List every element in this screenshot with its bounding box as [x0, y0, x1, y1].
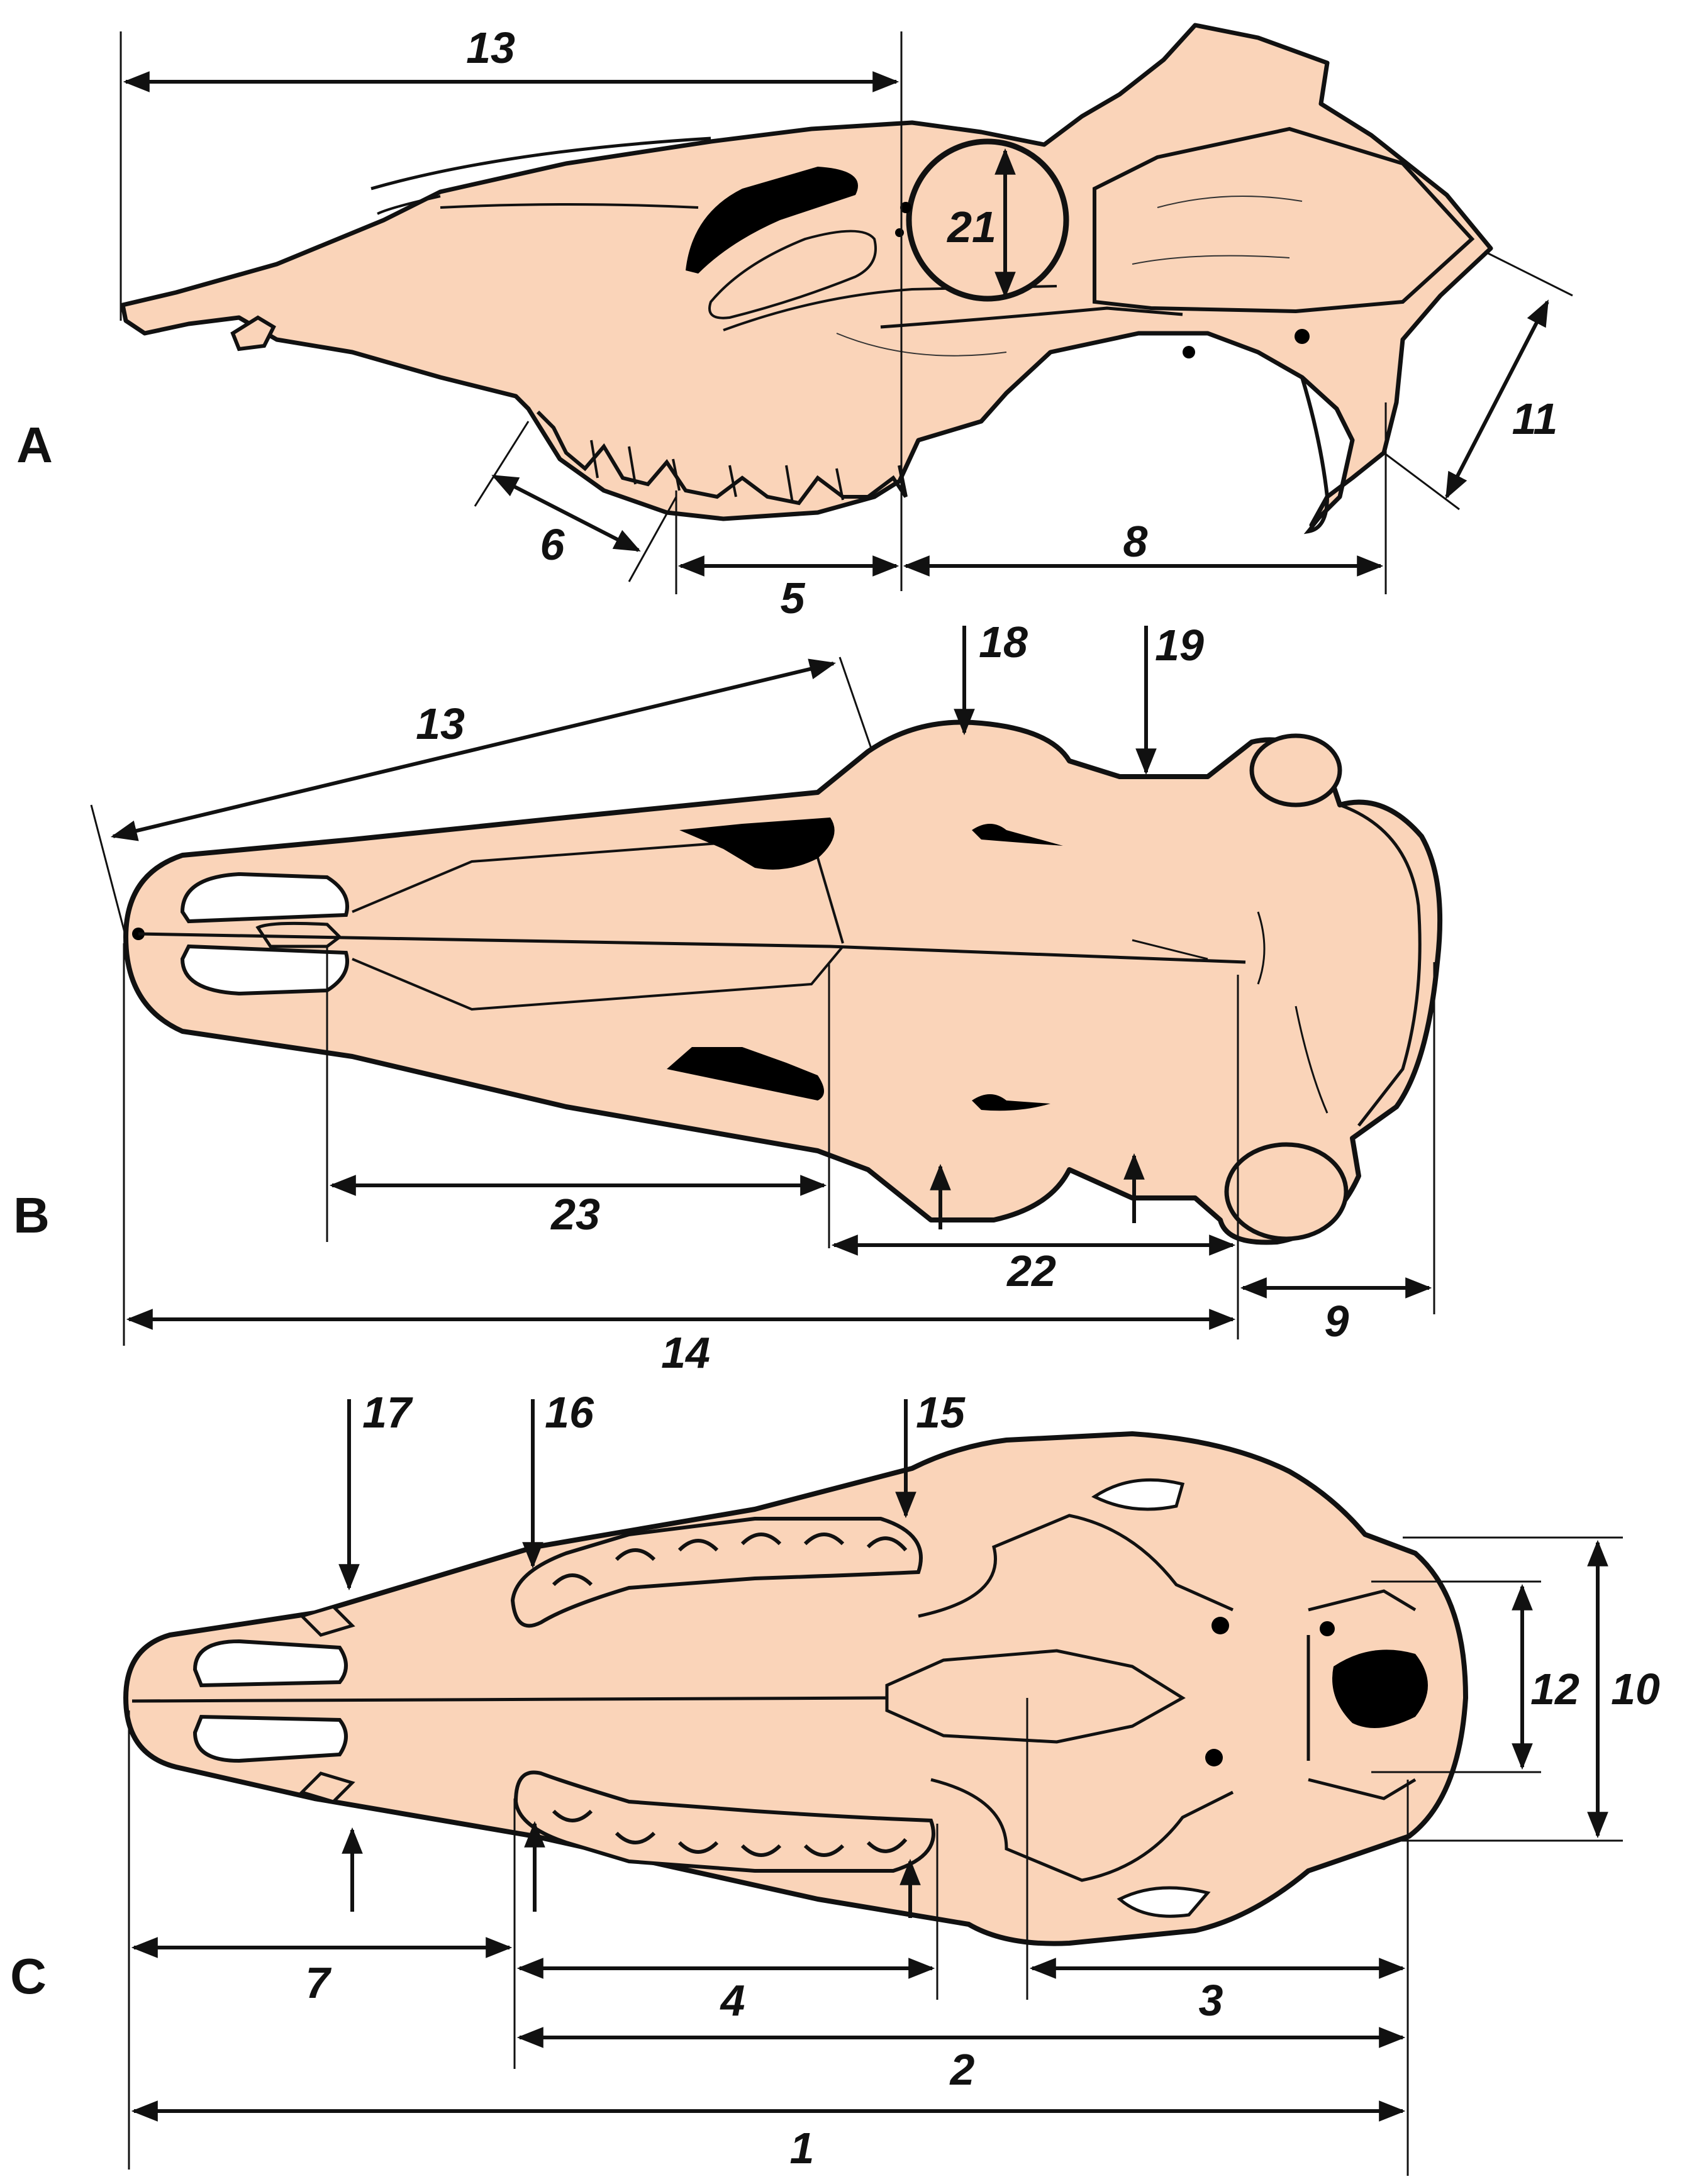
- skull-lateral-outline: [120, 23, 1493, 528]
- midline-suture: [138, 932, 1246, 964]
- label-11: 11: [1512, 394, 1558, 443]
- m13b-ext-left: [90, 804, 127, 938]
- upper-teeth-row: [536, 410, 908, 506]
- orbit-rim-upper: [1249, 733, 1342, 807]
- label-6: 6: [540, 520, 565, 569]
- foramen-magnum: [1332, 1649, 1428, 1728]
- label-22: 22: [1006, 1246, 1056, 1295]
- label-1: 1: [790, 2124, 815, 2173]
- label-7: 7: [306, 1958, 332, 2007]
- label-12: 12: [1530, 1665, 1579, 1714]
- upper-cheek-teeth: [510, 1517, 923, 1628]
- incisive-opening-c-lower: [192, 1714, 348, 1763]
- preorbital-fossa: [708, 230, 877, 319]
- paraoccipital-process: [1300, 377, 1330, 535]
- panel-label-c: C: [10, 1948, 47, 2004]
- coronal-suture: [1132, 911, 1328, 1114]
- occipital-region: [1339, 803, 1422, 1127]
- jugular-foramen-3: [1320, 1621, 1335, 1636]
- lower-cheek-teeth: [513, 1770, 935, 1873]
- suture-lines: [836, 196, 1303, 357]
- panel-a-lateral-view: 13 21 6 5 8 11 A: [16, 23, 1573, 623]
- upper-teeth-enamel: [552, 1533, 908, 1587]
- zygomatic-arch: [880, 306, 1183, 329]
- lower-teeth-enamel: [552, 1809, 908, 1857]
- label-18: 18: [979, 618, 1028, 667]
- label-23: 23: [550, 1190, 600, 1239]
- pterygoid-lower: [930, 1778, 1234, 1882]
- premaxilla-tip: [230, 315, 276, 352]
- label-13b: 13: [416, 699, 465, 748]
- foramen-lower: [972, 1094, 1050, 1111]
- incisive-opening-lower: [180, 944, 349, 996]
- label-13a: 13: [466, 23, 515, 72]
- skull-ventral-outline: [123, 1431, 1468, 1946]
- nasal-suture: [440, 203, 699, 209]
- orbit-opening-upper: [1091, 1478, 1185, 1511]
- panel-label-a: A: [16, 417, 53, 473]
- nasal-bone-left: [352, 834, 844, 944]
- label-2: 2: [949, 2045, 975, 2094]
- orbit: [906, 138, 1069, 302]
- label-4: 4: [720, 1976, 745, 2025]
- m6-ext-left: [474, 421, 530, 507]
- panel-c-ventral-view: 17 16 15 12 10 7 4 3 2 1 C: [10, 1388, 1660, 2176]
- m11-ext-top: [1484, 250, 1573, 297]
- nasal-incisive-notch: [686, 167, 858, 274]
- ear-foramen-2: [1295, 329, 1310, 344]
- label-15: 15: [916, 1388, 966, 1437]
- jugular-foramen-1: [1211, 1617, 1229, 1634]
- nasal-line: [370, 136, 711, 191]
- incisive-opening-upper: [180, 872, 349, 924]
- m6-line: [491, 474, 641, 552]
- label-16: 16: [545, 1388, 594, 1437]
- canine-alveolus-upper: [299, 1605, 355, 1637]
- foramen-upper: [972, 824, 1063, 846]
- m11-ext-bottom: [1383, 452, 1460, 511]
- m13b-ext-right: [838, 657, 872, 749]
- teeth-columns: [590, 440, 844, 504]
- panel-label-b: B: [13, 1187, 50, 1243]
- label-19: 19: [1155, 621, 1204, 670]
- palate-midline: [131, 1696, 888, 1703]
- jugular-foramen-2: [1205, 1749, 1223, 1766]
- orbit-opening-lower: [1117, 1886, 1211, 1918]
- label-14: 14: [661, 1328, 710, 1377]
- m13b-line: [110, 658, 837, 841]
- m6-ext-right: [628, 496, 677, 582]
- foramen-dot-2: [895, 228, 904, 237]
- m11-line: [1445, 299, 1549, 499]
- canine-alveolus-lower: [299, 1771, 355, 1804]
- label-8: 8: [1123, 517, 1148, 566]
- ear-foramen-1: [1183, 346, 1195, 358]
- foramen-dot-1: [900, 202, 911, 213]
- temporal-fossa: [1093, 126, 1475, 314]
- incisive-opening-c-upper: [192, 1639, 348, 1688]
- pterygoid-upper: [918, 1514, 1234, 1618]
- panel-b-dorsal-view: 13 18 19 23 22 9 14 B: [13, 618, 1443, 1377]
- label-21: 21: [946, 202, 996, 252]
- nasal-bone-right: [352, 945, 844, 1011]
- maxillary-crest: [723, 285, 1057, 331]
- label-10: 10: [1611, 1665, 1660, 1714]
- orbit-rim-lower: [1224, 1142, 1349, 1241]
- nasal-edge: [377, 195, 441, 215]
- label-5: 5: [781, 574, 806, 623]
- label-3: 3: [1199, 1976, 1223, 2025]
- occipital-condyles: [1306, 1589, 1417, 1800]
- nasal-notch-lower: [667, 1047, 824, 1100]
- label-9: 9: [1325, 1297, 1349, 1346]
- label-17: 17: [362, 1388, 413, 1437]
- choanae: [885, 1649, 1186, 1744]
